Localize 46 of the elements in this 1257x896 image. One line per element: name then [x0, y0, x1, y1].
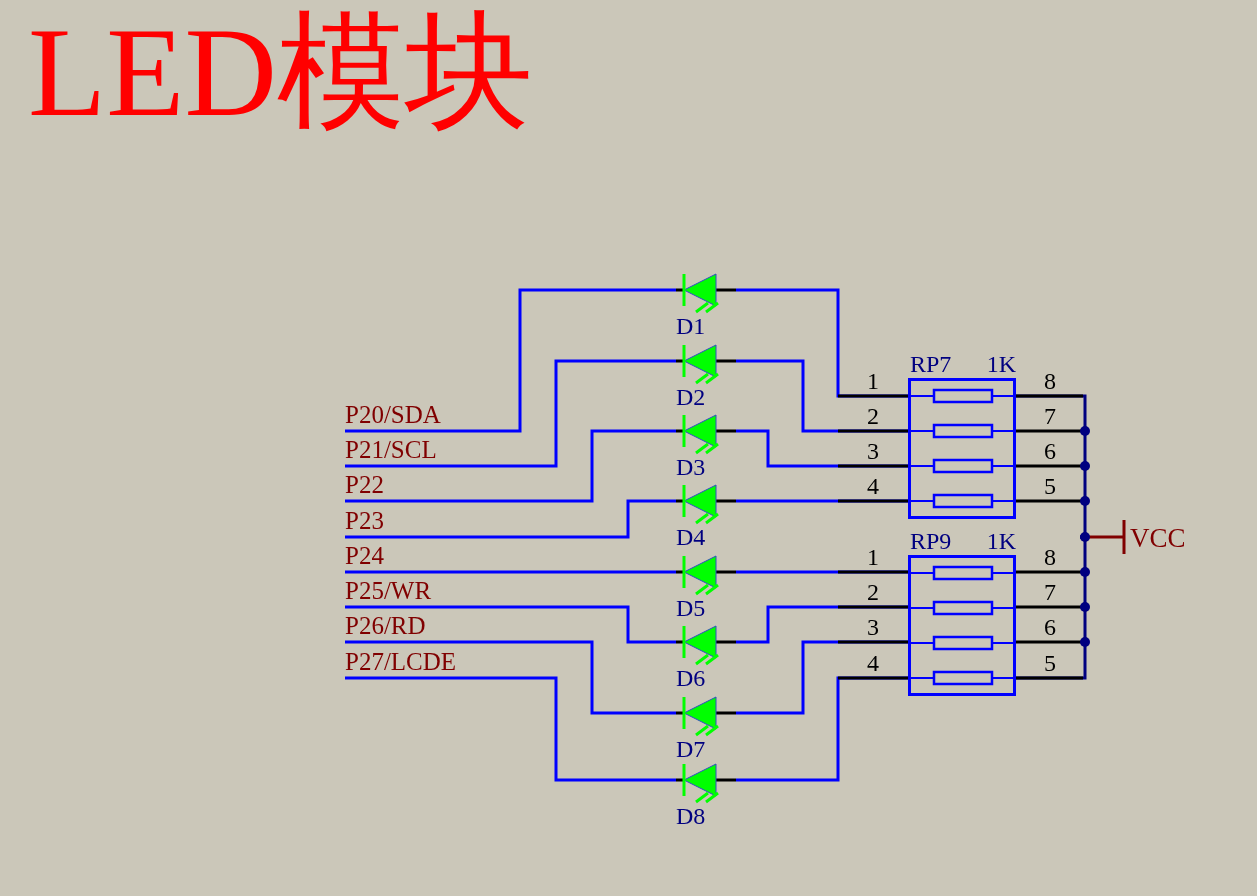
- net-label: P22: [345, 471, 495, 501]
- wire: [345, 359, 676, 468]
- pin-number: 6: [1044, 614, 1056, 640]
- component-label: D8: [676, 804, 706, 828]
- pin-number: 7: [1044, 579, 1056, 605]
- component-label: D2: [676, 385, 706, 409]
- wire: [345, 429, 676, 503]
- component-label: D5: [676, 596, 706, 620]
- net-label: P27/LCDE: [345, 648, 495, 678]
- net-label: P23: [345, 507, 495, 537]
- pin-number: 2: [867, 579, 879, 605]
- net-label: P24: [345, 542, 495, 572]
- pin-number: 3: [867, 438, 879, 464]
- wire: [345, 640, 676, 715]
- component-label: D1: [676, 314, 706, 338]
- net-label: P20/SDA: [345, 401, 495, 431]
- pin-number: 8: [1044, 368, 1056, 394]
- wire: [345, 570, 676, 574]
- title: LED模块: [28, 0, 533, 145]
- component-label: D7: [676, 737, 706, 761]
- pin-number: 7: [1044, 403, 1056, 429]
- component-label: D4: [676, 525, 706, 549]
- value-label: 1K: [986, 352, 1016, 376]
- wire: [345, 676, 676, 782]
- component-label: D3: [676, 455, 706, 479]
- pin-number: 4: [867, 473, 879, 499]
- component-label: RP7: [910, 352, 952, 376]
- net-label: P26/RD: [345, 612, 495, 642]
- wire: [345, 288, 676, 433]
- pin-number: 8: [1044, 544, 1056, 570]
- wire: [345, 499, 676, 539]
- pin-number: 5: [1044, 473, 1056, 499]
- pin-number: 1: [867, 368, 879, 394]
- component-label: D6: [676, 666, 706, 690]
- net-label: P25/WR: [345, 577, 495, 607]
- power-label: VCC: [1130, 524, 1186, 552]
- pin-number: 4: [867, 650, 879, 676]
- pin-number: 6: [1044, 438, 1056, 464]
- wire: [345, 605, 676, 644]
- pin-number: 3: [867, 614, 879, 640]
- pin-number: 1: [867, 544, 879, 570]
- pin-number: 5: [1044, 650, 1056, 676]
- pin-number: 2: [867, 403, 879, 429]
- net-label: P21/SCL: [345, 436, 495, 466]
- component-label: RP9: [910, 529, 952, 553]
- value-label: 1K: [986, 529, 1016, 553]
